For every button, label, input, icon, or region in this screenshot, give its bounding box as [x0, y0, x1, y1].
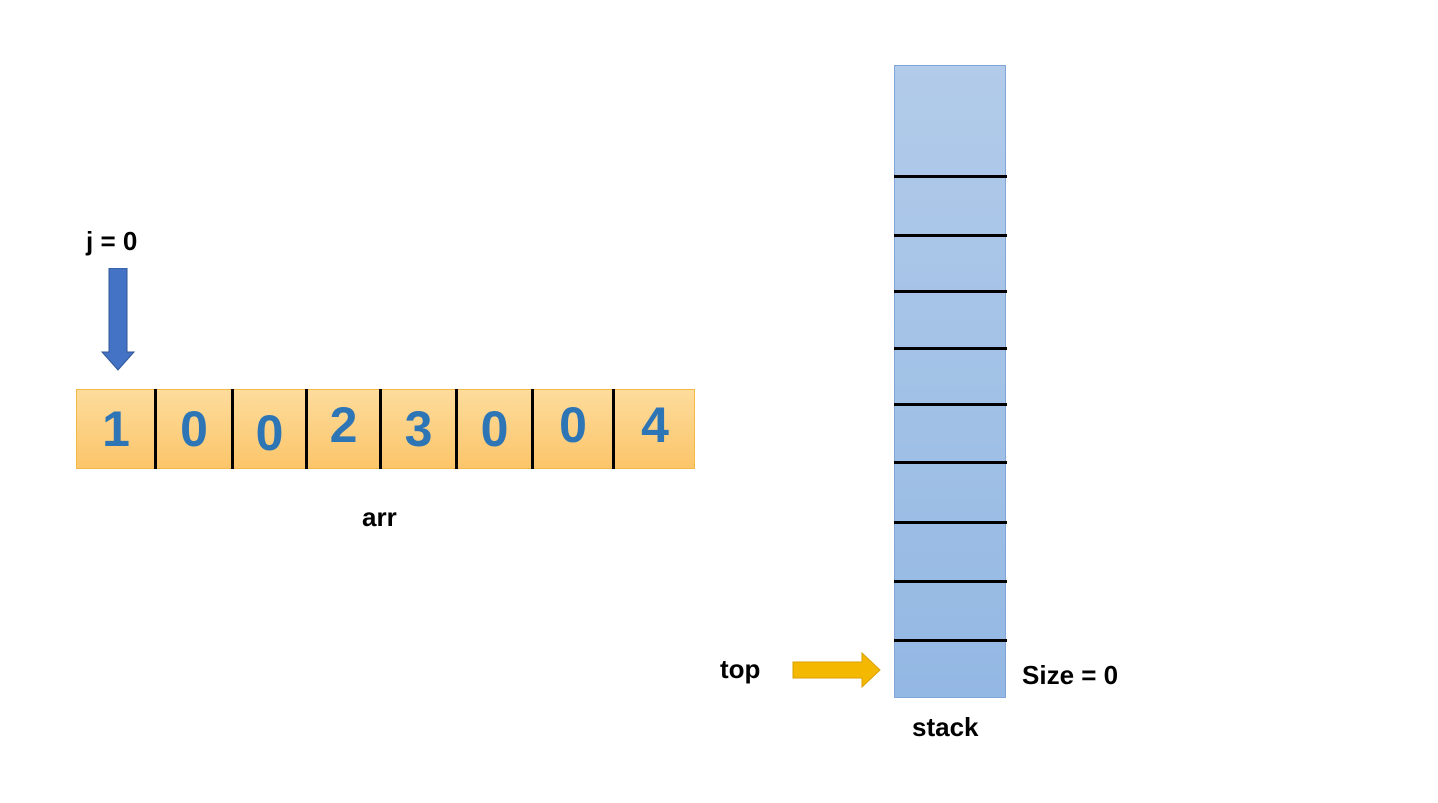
array-divider — [531, 389, 534, 469]
size-label: Size = 0 — [1022, 660, 1119, 690]
stack-slot-divider — [894, 580, 1007, 583]
stack-name-label: stack — [912, 712, 979, 742]
array-box: 1 0 0 2 3 0 0 4 — [76, 389, 695, 469]
array-cell: 0 — [480, 401, 509, 457]
array-cell: 0 — [180, 401, 208, 457]
array-divider — [379, 389, 382, 469]
stack-box — [894, 65, 1007, 698]
stack-slot-divider — [894, 347, 1007, 350]
stack-slot-divider — [894, 461, 1007, 464]
array-cell: 3 — [404, 401, 433, 457]
array-cell: 2 — [329, 397, 358, 453]
array-divider — [612, 389, 615, 469]
array-cell: 1 — [102, 401, 130, 457]
pointer-arrow-icon — [101, 268, 135, 371]
top-label: top — [720, 654, 761, 684]
stack-slot-divider — [894, 521, 1007, 524]
stack-slot-divider — [894, 639, 1007, 642]
stack-slot-divider — [894, 290, 1007, 293]
stack-slot-divider — [894, 403, 1007, 406]
stack-slot-divider — [894, 175, 1007, 178]
array-cell: 0 — [559, 397, 587, 453]
top-arrow-icon — [792, 652, 881, 688]
stack-slot-divider — [894, 234, 1007, 237]
array-name-label: arr — [362, 502, 397, 532]
array-cell: 0 — [255, 405, 284, 461]
array-cell: 4 — [641, 397, 669, 453]
array-divider — [231, 389, 234, 469]
array-divider — [455, 389, 458, 469]
pointer-label: j = 0 — [86, 226, 138, 256]
array-divider — [305, 389, 308, 469]
array-divider — [154, 389, 157, 469]
